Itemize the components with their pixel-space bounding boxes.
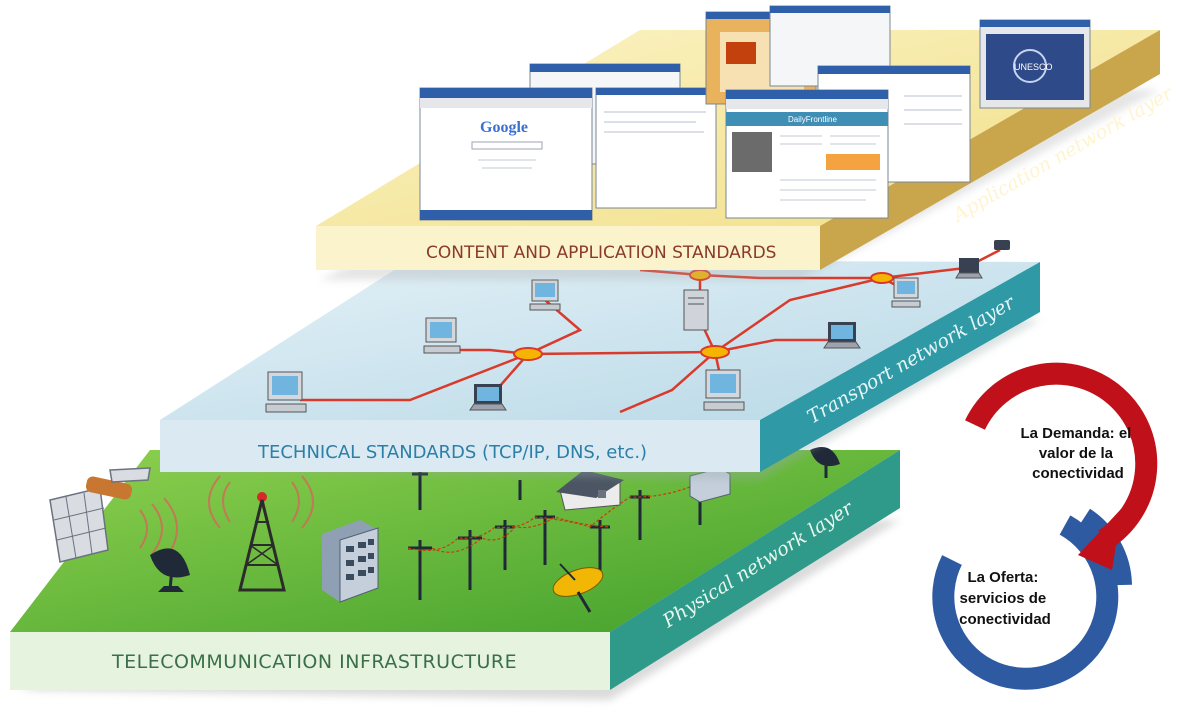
supply-line-2: servicios de bbox=[960, 590, 1047, 607]
supply-line-1: La Oferta: bbox=[967, 569, 1038, 586]
svg-text:DailyFrontline: DailyFrontline bbox=[788, 115, 837, 124]
supply-arc bbox=[932, 515, 1119, 690]
physical-layer-top bbox=[10, 450, 900, 632]
computer-icon bbox=[891, 277, 921, 308]
supply-text: La Oferta: servicios de conectividad bbox=[959, 569, 1051, 628]
transport-layer-label: TECHNICAL STANDARDS (TCP/IP, DNS, etc.) bbox=[257, 442, 647, 463]
browser-window bbox=[595, 87, 717, 209]
server-tower-icon bbox=[683, 289, 709, 331]
svg-text:Google: Google bbox=[480, 119, 528, 136]
computer-icon bbox=[423, 317, 461, 354]
transport-layer-side bbox=[760, 262, 1040, 472]
radio-tower-icon bbox=[208, 475, 314, 592]
laptop-icon bbox=[955, 258, 983, 279]
hub-icon bbox=[870, 272, 894, 284]
demand-line-2: valor de la bbox=[1039, 445, 1114, 462]
newspaper-browser-window: DailyFrontline bbox=[725, 89, 889, 219]
hub-icon bbox=[513, 347, 543, 361]
computer-icon bbox=[265, 371, 307, 413]
physical-layer-label: TELECOMMUNICATION INFRASTRUCTURE bbox=[111, 651, 517, 673]
supply-line-3: conectividad bbox=[959, 611, 1051, 628]
laptop-icon bbox=[469, 384, 507, 411]
demand-supply-cycle: La Demanda: el valor de la conectividad … bbox=[932, 362, 1158, 690]
demand-arc bbox=[965, 362, 1158, 550]
svg-text:UNESCO: UNESCO bbox=[1014, 62, 1053, 72]
phone-icon bbox=[994, 240, 1010, 250]
application-layer-front bbox=[316, 226, 820, 270]
transport-layer-top bbox=[160, 260, 1040, 420]
computer-icon bbox=[529, 279, 561, 311]
server-building-icon bbox=[322, 520, 379, 603]
physical-layer-front bbox=[10, 632, 610, 690]
computer-icon bbox=[703, 369, 745, 411]
dish-antenna-icon bbox=[150, 548, 190, 592]
dish-antenna-right-icon bbox=[810, 447, 840, 478]
satellite-dish-icon bbox=[552, 563, 604, 613]
application-layer: CONTENT AND APPLICATION STANDARDS Applic… bbox=[316, 5, 1178, 280]
laptop-icon bbox=[823, 322, 861, 349]
unesco-browser-window: UNESCO bbox=[979, 19, 1091, 109]
physical-layer-side bbox=[610, 450, 900, 690]
demand-text: La Demanda: el valor de la conectividad bbox=[1020, 425, 1135, 482]
application-layer-label: CONTENT AND APPLICATION STANDARDS bbox=[426, 243, 776, 263]
demand-line-3: conectividad bbox=[1032, 465, 1124, 482]
google-browser-window: Google bbox=[419, 87, 593, 221]
hub-icon bbox=[700, 345, 730, 359]
transport-layer-front bbox=[160, 420, 760, 472]
physical-layer: TELECOMMUNICATION INFRASTRUCTURE Physica… bbox=[10, 447, 900, 700]
demand-arrowhead-icon bbox=[1078, 508, 1122, 570]
transport-layer: TECHNICAL STANDARDS (TCP/IP, DNS, etc.) … bbox=[160, 240, 1040, 480]
demand-line-1: La Demanda: el bbox=[1020, 425, 1131, 442]
satellite-icon bbox=[49, 467, 178, 563]
